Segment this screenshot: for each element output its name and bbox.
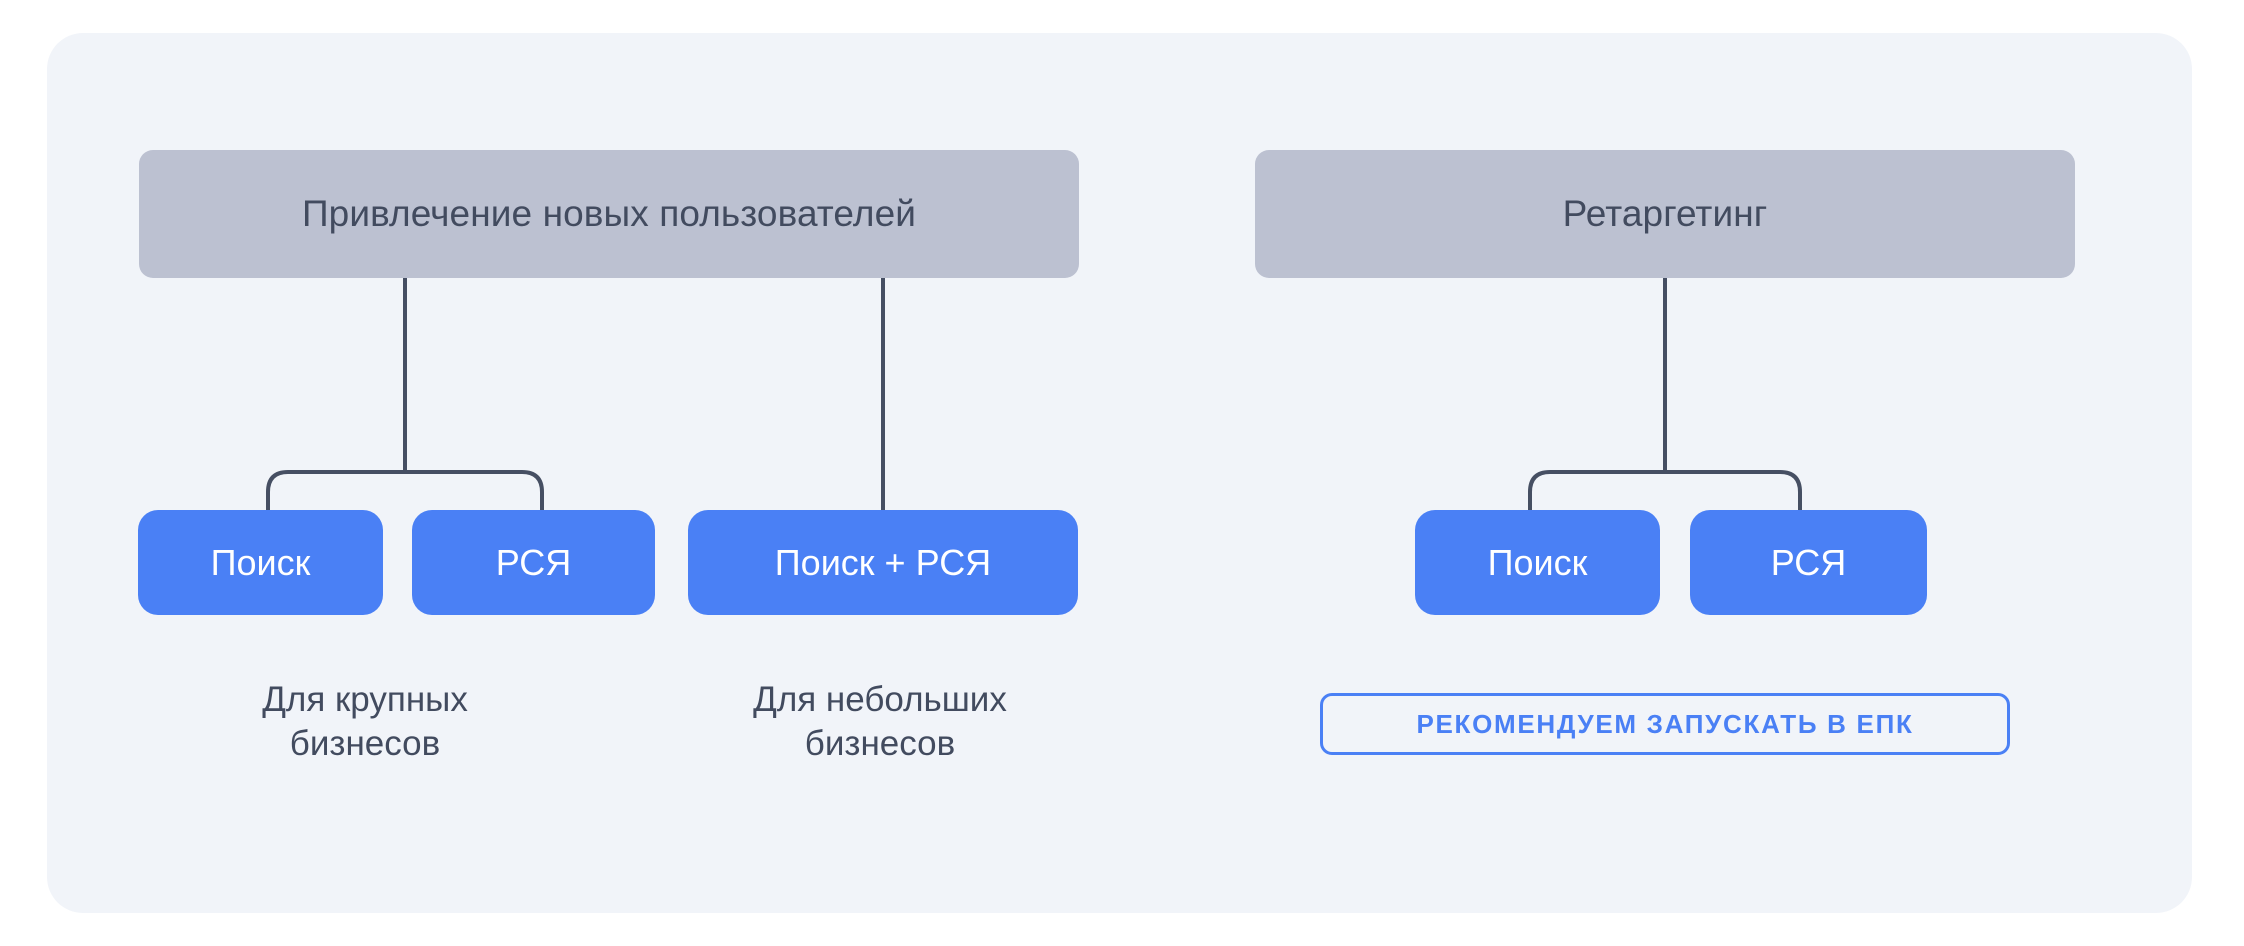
header-box-retargeting: Ретаргетинг (1255, 150, 2075, 278)
caption-large-business-line2: бизнесов (289, 723, 441, 763)
caption-large-business: Для крупных бизнесов (165, 678, 565, 766)
caption-small-business: Для небольших бизнесов (630, 678, 1130, 766)
caption-small-business-line1: Для небольших (753, 680, 1007, 719)
button-acquisition-search-plus-rsya[interactable]: Поиск + РСЯ (688, 510, 1078, 615)
button-retargeting-search[interactable]: Поиск (1415, 510, 1660, 615)
header-box-acquisition: Привлечение новых пользователей (139, 150, 1079, 278)
button-retargeting-rsya[interactable]: РСЯ (1690, 510, 1927, 615)
button-acquisition-search[interactable]: Поиск (138, 510, 383, 615)
button-acquisition-rsya[interactable]: РСЯ (412, 510, 655, 615)
caption-small-business-line2: бизнесов (804, 723, 956, 763)
caption-large-business-line1: Для крупных (262, 680, 468, 719)
badge-recommendation-epk: РЕКОМЕНДУЕМ ЗАПУСКАТЬ В ЕПК (1320, 693, 2010, 755)
